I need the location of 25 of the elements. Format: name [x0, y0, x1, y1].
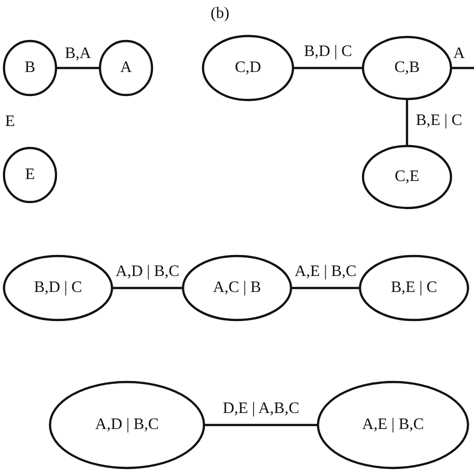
edge-label: A,E | B,C — [292, 263, 358, 281]
edge-label: A,D | B,C — [114, 263, 182, 281]
node-label: C,E — [394, 168, 420, 186]
connector-line — [205, 424, 317, 426]
node-label: A,D | B,C — [95, 416, 159, 434]
node-label: B — [24, 59, 36, 77]
connector-line — [292, 286, 359, 290]
connector-line — [57, 66, 99, 70]
node-label: A,E | B,C — [362, 416, 424, 434]
edge-label: B,D | C — [302, 43, 354, 61]
edge-label: B,A — [62, 45, 94, 63]
connector-line — [294, 66, 362, 70]
node-label: B,E | C — [390, 279, 438, 297]
node-label: A — [120, 59, 132, 77]
connector-line — [113, 286, 182, 290]
node-label: B,D | C — [34, 279, 82, 297]
node-label: E — [25, 166, 35, 184]
node-label: A,C | B — [212, 279, 262, 297]
connector-line — [406, 100, 408, 145]
edge-label: D,E | A,B,C — [220, 400, 302, 418]
node-label: C,D — [234, 59, 262, 77]
panel-label: (b) — [208, 5, 232, 23]
connector-line — [452, 66, 474, 70]
edge-label: B,E | C — [414, 112, 464, 130]
node-label: C,B — [394, 59, 420, 77]
